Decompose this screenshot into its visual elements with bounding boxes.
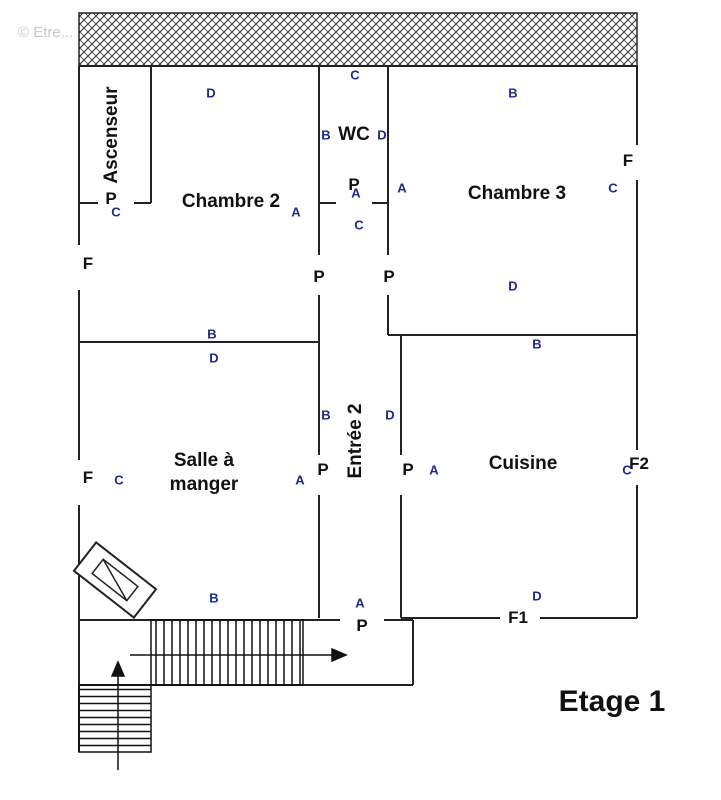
door-salle: P bbox=[317, 460, 329, 479]
wall-mark-b: B bbox=[321, 407, 331, 423]
wall-mark-d: D bbox=[508, 278, 518, 294]
wall-mark-b: B bbox=[508, 85, 518, 101]
stair-vertical bbox=[78, 684, 152, 753]
wall-mark-a: A bbox=[397, 180, 407, 196]
floor-title: Etage 1 bbox=[558, 685, 666, 718]
wall-mark-d: D bbox=[209, 350, 219, 366]
wall-mark-d: D bbox=[206, 85, 216, 101]
door-wc: P bbox=[348, 175, 360, 194]
wall-mark-c: C bbox=[354, 217, 364, 233]
wall-mark-d: D bbox=[377, 127, 387, 143]
window-chambre-3: F bbox=[622, 151, 634, 170]
door-chambre-2: P bbox=[313, 267, 325, 286]
window-f2: F2 bbox=[629, 454, 649, 473]
door-ascenseur: P bbox=[105, 189, 117, 208]
wall-mark-b: B bbox=[532, 336, 542, 352]
watermark: © Etre... bbox=[18, 24, 74, 41]
room-chambre-3: Chambre 3 bbox=[467, 183, 567, 204]
window-f1: F1 bbox=[508, 608, 528, 627]
wall-mark-d: D bbox=[532, 588, 542, 604]
wall-mark-a: A bbox=[291, 204, 301, 220]
wall-mark-c: C bbox=[350, 67, 360, 83]
wall-mark-a: A bbox=[355, 595, 365, 611]
wall-mark-d: D bbox=[385, 407, 395, 423]
room-salle-a-manger: Salle à manger bbox=[169, 450, 239, 495]
door-chambre-3: P bbox=[383, 267, 395, 286]
stair-arrows bbox=[110, 647, 348, 770]
wall-mark-c: C bbox=[622, 462, 632, 478]
wall-mark-c: C bbox=[111, 204, 121, 220]
window-salle: F bbox=[82, 468, 94, 487]
room-chambre-2: Chambre 2 bbox=[181, 191, 281, 212]
room-cuisine: Cuisine bbox=[488, 453, 558, 474]
balcony-hatch bbox=[78, 12, 638, 67]
wall-mark-a: A bbox=[351, 185, 361, 201]
wall-mark-a: A bbox=[295, 472, 305, 488]
wall-mark-b: B bbox=[207, 326, 217, 342]
door-entree: P bbox=[356, 616, 368, 635]
window-chambre-2: F bbox=[82, 254, 94, 273]
stair-horizontal bbox=[150, 619, 304, 686]
walls bbox=[78, 65, 638, 752]
room-entree-2: Entrée 2 bbox=[345, 403, 366, 479]
wall-mark-b: B bbox=[321, 127, 331, 143]
stair-flight-diagonal bbox=[72, 541, 158, 619]
wall-mark-c: C bbox=[608, 180, 618, 196]
door-cuisine: P bbox=[402, 460, 414, 479]
wall-mark-b: B bbox=[209, 590, 219, 606]
wall-mark-c: C bbox=[114, 472, 124, 488]
room-ascenseur: Ascenseur bbox=[101, 86, 122, 184]
room-wc: WC bbox=[338, 124, 370, 145]
wall-mark-a: A bbox=[429, 462, 439, 478]
